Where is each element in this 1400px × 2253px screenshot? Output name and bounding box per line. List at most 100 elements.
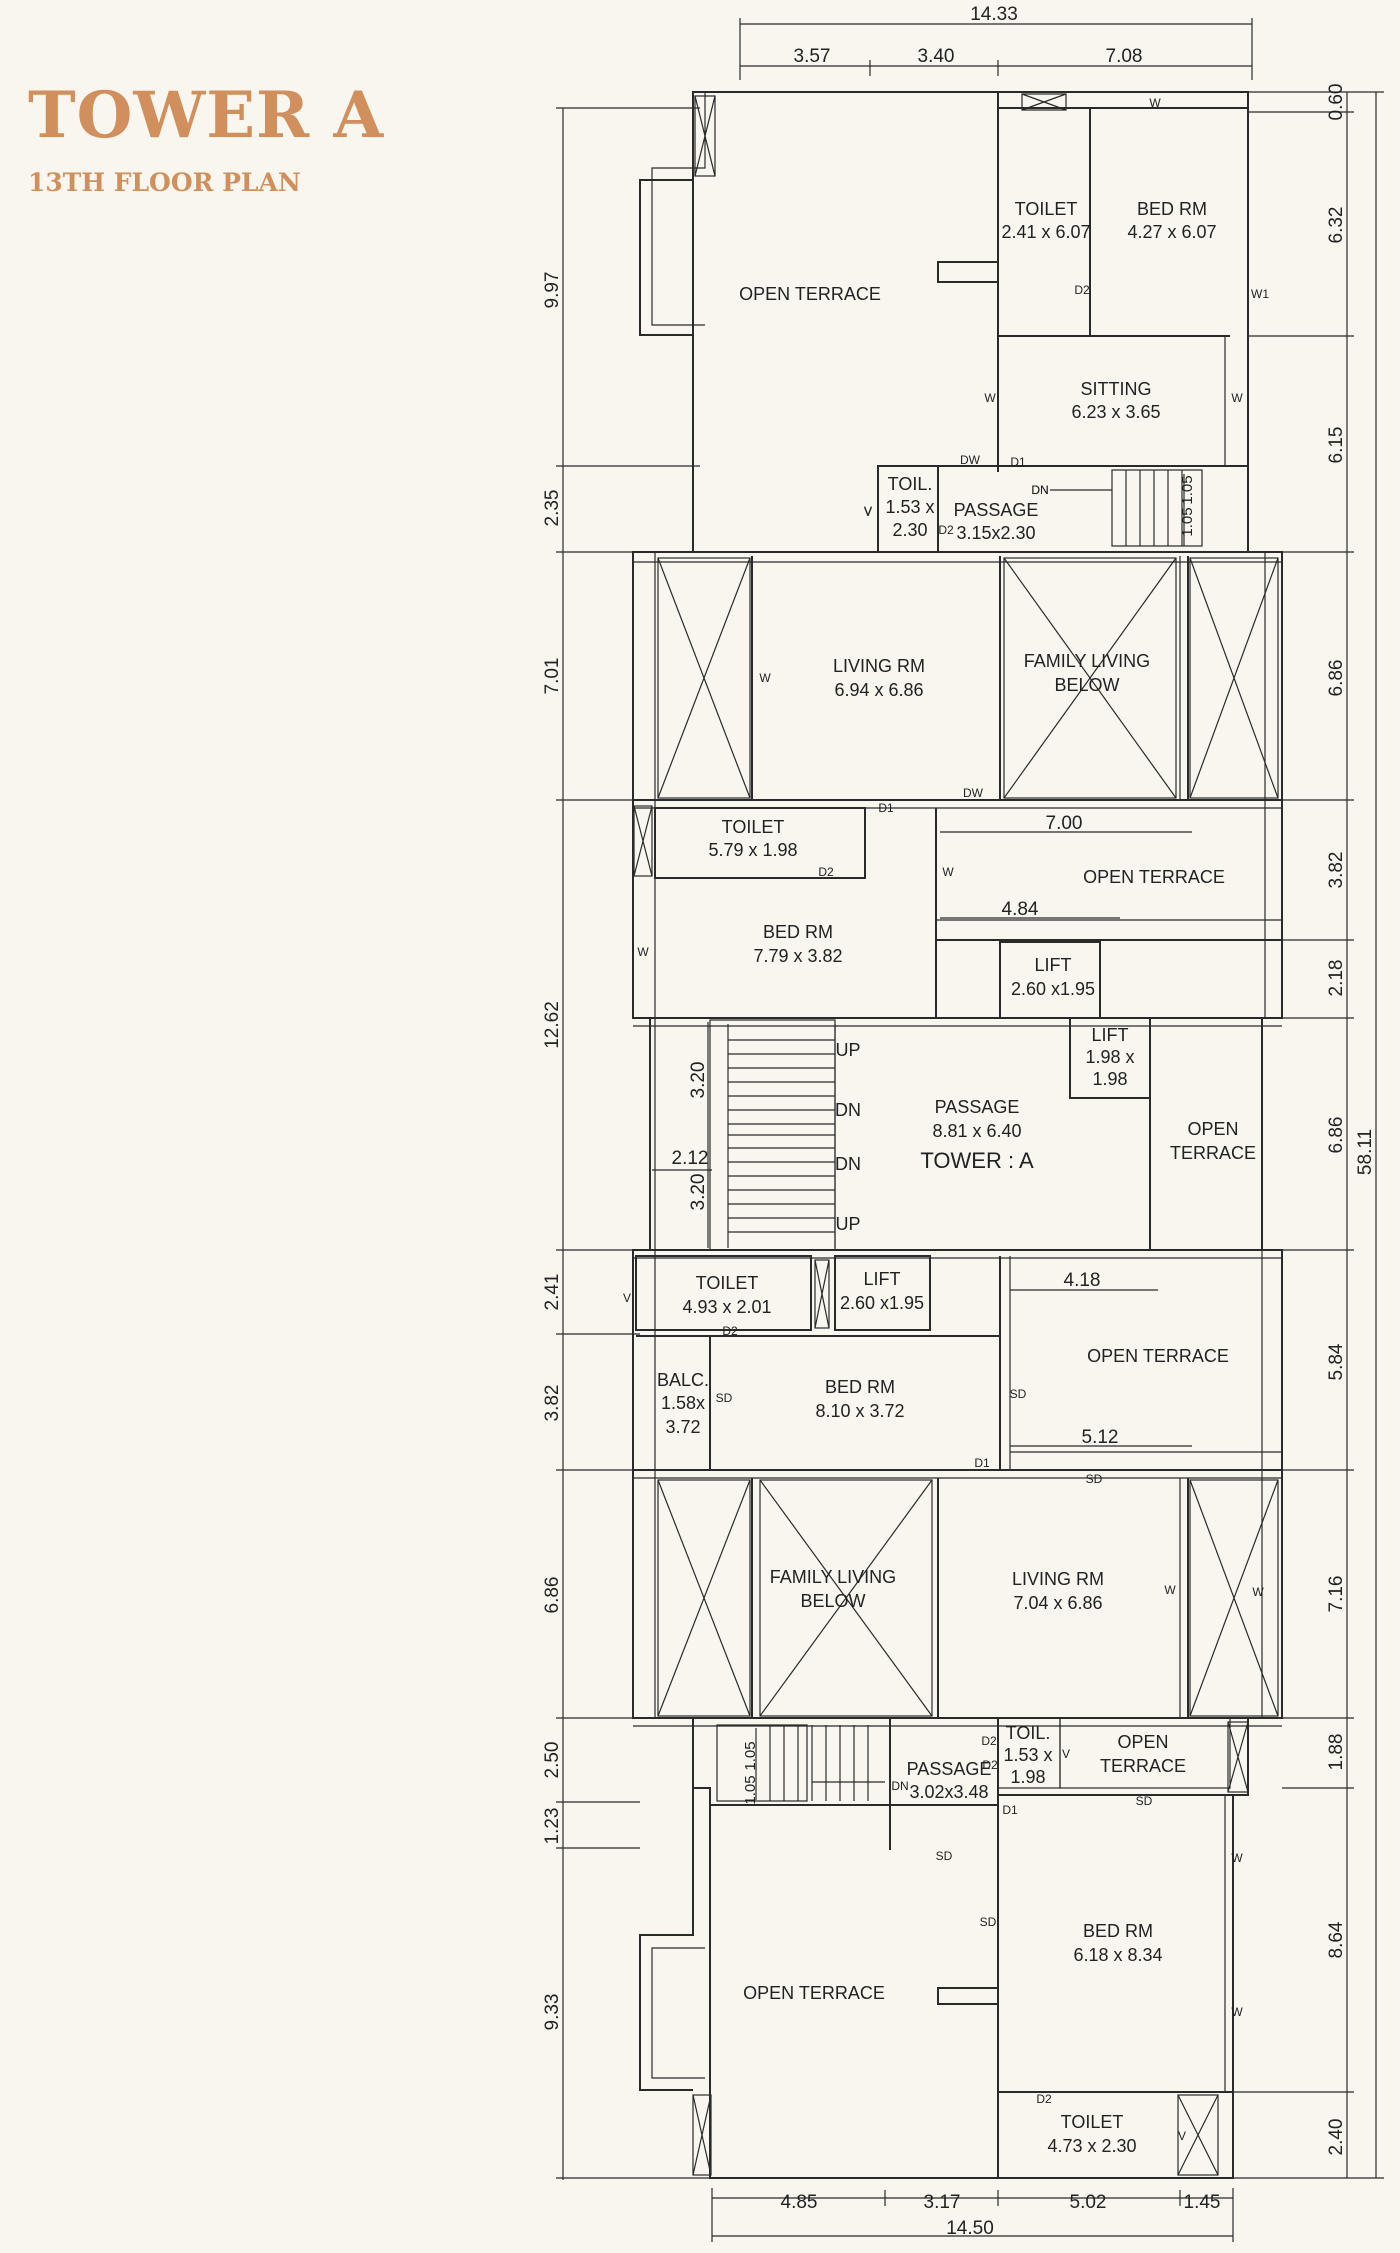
dim-internal: 1.05 [742, 1741, 759, 1770]
room-size: 4.93 x 2.01 [682, 1297, 771, 1317]
door-tag: D2 [981, 1734, 997, 1748]
door-tag: D1 [878, 801, 894, 815]
dim-right: 5.84 [1326, 1343, 1347, 1380]
dim-top: 3.40 [918, 46, 955, 67]
room-name: TOILET [1015, 199, 1078, 219]
dim-right: 0.60 [1326, 84, 1347, 121]
dim-left: 7.01 [542, 658, 563, 695]
window-tag: W [1231, 391, 1243, 405]
door-tag: SD [716, 1391, 733, 1405]
dim-right-total: 58.11 [1355, 1129, 1376, 1175]
dim-bottom: 1.45 [1184, 2192, 1221, 2213]
dim-internal: 1.05 [1179, 507, 1196, 536]
dim-internal: 2.12 [672, 1148, 709, 1169]
door-tag: SD [1136, 1794, 1153, 1808]
door-tag: D1 [974, 1456, 990, 1470]
dim-right: 3.82 [1326, 852, 1347, 889]
dim-left: 9.33 [542, 1994, 563, 2031]
room-size: 2.41 x 6.07 [1001, 222, 1090, 242]
room-name: TOIL. [888, 474, 933, 494]
dim-left: 12.62 [542, 1001, 563, 1049]
room-name: BED RM [1137, 199, 1207, 219]
dim-right: 1.88 [1326, 1734, 1347, 1771]
window-tag: W [984, 391, 996, 405]
window-tag: W1 [1251, 287, 1269, 301]
room-size: BELOW [800, 1591, 865, 1611]
door-tag: SD [936, 1849, 953, 1863]
door-tag: SD [980, 1915, 997, 1929]
room-size: 4.27 x 6.07 [1127, 222, 1216, 242]
dim-right: 2.40 [1326, 2119, 1347, 2156]
dim-internal: 4.84 [1002, 899, 1039, 920]
room-size: 3.72 [665, 1417, 700, 1437]
stairs-upper-duplex [1050, 469, 1203, 547]
room-name: SITTING [1081, 379, 1152, 399]
dim-internal: 4.18 [1064, 1270, 1101, 1291]
door-tag: SD [1086, 1472, 1103, 1486]
door-window-tags: W W1 W W D2 D1 DW DN D2 V W DW D1 D2 W W… [623, 96, 1269, 2143]
stairs-core [727, 1024, 836, 1248]
room-size: 8.10 x 3.72 [815, 1401, 904, 1421]
window-tag: W [1231, 2005, 1243, 2019]
dim-right: 6.32 [1326, 207, 1347, 244]
dim-right: 6.86 [1326, 660, 1347, 697]
dim-right: 6.86 [1326, 1117, 1347, 1154]
dim-right: 7.16 [1326, 1576, 1347, 1613]
room-labels: OPEN TERRACE TOILET 2.41 x 6.07 BED RM 4… [657, 199, 1256, 2156]
room-size: 8.81 x 6.40 [932, 1121, 1021, 1141]
door-tag: DW [960, 453, 981, 467]
stair-label-dn: DN [1031, 483, 1048, 497]
dim-top: 3.57 [794, 46, 831, 67]
room-size: 6.23 x 3.65 [1071, 402, 1160, 422]
room-size: 3.15x2.30 [956, 523, 1035, 543]
room-name: TOILET [696, 1273, 759, 1293]
room-name: OPEN TERRACE [1083, 867, 1225, 887]
vent-tag: V [1178, 2129, 1186, 2143]
void-crosses [633, 93, 1279, 2176]
page-subtitle: 13TH FLOOR PLAN [28, 168, 301, 197]
room-size: 3.02x3.48 [909, 1782, 988, 1802]
stair-label-dn: DN [835, 1100, 861, 1120]
room-size: 1.98 x [1085, 1047, 1134, 1067]
room-size: 1.53 x [885, 497, 934, 517]
room-size: 6.94 x 6.86 [834, 680, 923, 700]
dim-internal: 5.12 [1082, 1427, 1119, 1448]
door-tag: D1 [1010, 455, 1026, 469]
stairs-lower-duplex [716, 1724, 885, 1802]
dim-right: 8.64 [1326, 1921, 1347, 1958]
door-tag: D2 [722, 1324, 738, 1338]
vent-tag: V [864, 505, 872, 519]
room-size: 5.79 x 1.98 [708, 840, 797, 860]
door-tag: D2 [1074, 283, 1090, 297]
window-tag: W [637, 945, 649, 959]
room-size: 7.79 x 3.82 [753, 946, 842, 966]
dimension-texts: 14.33 3.57 3.40 7.08 4.85 3.17 5.02 1.45… [542, 4, 1376, 2239]
dim-internal: 7.00 [1046, 813, 1083, 834]
room-size: BELOW [1054, 675, 1119, 695]
dim-bottom: 5.02 [1070, 2192, 1107, 2213]
dim-right: 2.18 [1326, 960, 1347, 997]
room-name: PASSAGE [907, 1759, 992, 1779]
room-name: TOILET [1061, 2112, 1124, 2132]
room-size: 2.30 [892, 520, 927, 540]
tower-label: TOWER : A [920, 1148, 1034, 1173]
room-name: TOILET [722, 817, 785, 837]
door-tag: D2 [982, 1758, 998, 1772]
stair-tag: DN [1031, 483, 1048, 497]
room-name: TOIL. [1006, 1723, 1051, 1743]
room-name: LIVING RM [833, 656, 925, 676]
stair-label-up: UP [835, 1214, 860, 1234]
door-tag: D2 [938, 523, 954, 537]
room-name: BED RM [825, 1377, 895, 1397]
door-tag: D2 [1036, 2092, 1052, 2106]
room-name: LIFT [1091, 1025, 1128, 1045]
door-tag: SD [1010, 1387, 1027, 1401]
window-tag: W [759, 671, 771, 685]
room-size: 2.60 x1.95 [1011, 979, 1095, 999]
dim-left: 2.35 [542, 490, 563, 527]
vent-tag: V [1062, 1747, 1070, 1761]
stair-label-dn: DN [835, 1154, 861, 1174]
room-name: LIFT [1034, 955, 1071, 975]
